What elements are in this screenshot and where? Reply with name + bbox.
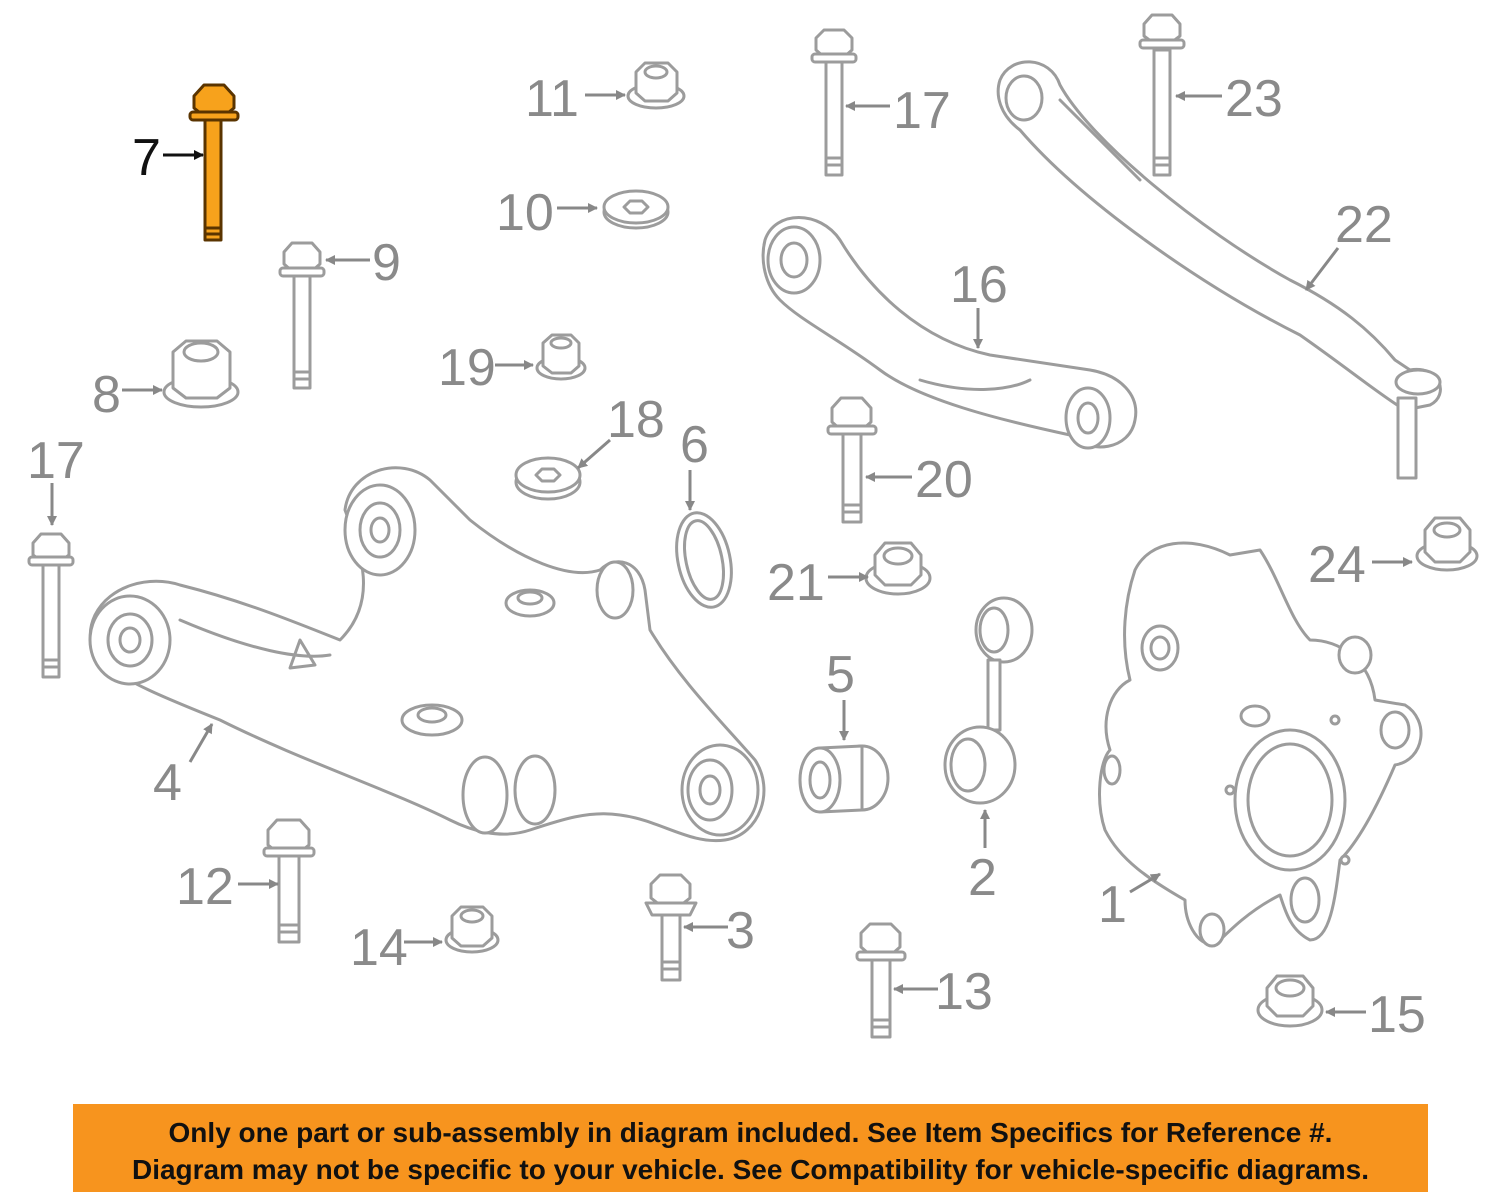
callout-14: 14 xyxy=(350,919,408,977)
callout-12: 12 xyxy=(176,858,234,916)
callout-18: 18 xyxy=(607,391,665,449)
callout-22: 22 xyxy=(1335,196,1393,254)
callout-17-top: 17 xyxy=(893,82,951,140)
part-17-bolt-top xyxy=(810,28,858,177)
part-1-knuckle xyxy=(1098,541,1423,948)
part-22-upper-arm xyxy=(996,60,1442,480)
part-23-bolt xyxy=(1138,13,1186,177)
disclaimer-line-2: Diagram may not be specific to your vehi… xyxy=(131,1154,1370,1185)
callout-3: 3 xyxy=(726,902,755,960)
part-10-washer xyxy=(602,189,670,230)
callout-19: 19 xyxy=(438,339,496,397)
part-16-control-arm xyxy=(761,216,1138,450)
callout-5: 5 xyxy=(826,646,855,704)
part-7-bolt-highlighted[interactable] xyxy=(188,83,240,242)
callout-21: 21 xyxy=(767,554,825,612)
part-12-bolt xyxy=(262,818,316,944)
part-2-stabilizer-link xyxy=(943,596,1034,805)
part-21-nut xyxy=(864,541,932,596)
part-6-seal-ring xyxy=(675,511,733,609)
part-17-bolt-left xyxy=(27,532,75,679)
part-24-nut xyxy=(1415,516,1479,572)
part-19-nut xyxy=(535,333,587,381)
callout-7: 7 xyxy=(132,129,161,187)
callout-24: 24 xyxy=(1308,536,1366,594)
part-14-nut xyxy=(444,905,500,954)
callout-2: 2 xyxy=(968,849,997,907)
callout-6: 6 xyxy=(680,416,709,474)
part-9-bolt xyxy=(278,241,326,390)
part-15-nut xyxy=(1256,974,1324,1028)
callout-17-left: 17 xyxy=(27,432,85,490)
callout-20: 20 xyxy=(915,451,973,509)
callout-10: 10 xyxy=(496,184,554,242)
part-4-lower-control-arm xyxy=(88,466,766,843)
part-11-nut xyxy=(626,61,686,110)
part-20-bolt xyxy=(826,396,878,524)
callout-4: 4 xyxy=(153,754,182,812)
disclaimer-line-1: Only one part or sub-assembly in diagram… xyxy=(168,1117,1333,1148)
part-13-bolt xyxy=(855,922,907,1039)
callout-9: 9 xyxy=(372,234,401,292)
callout-16: 16 xyxy=(950,256,1008,314)
part-18-washer xyxy=(514,456,582,501)
callout-11: 11 xyxy=(525,70,579,128)
part-5-bushing xyxy=(798,744,890,814)
callout-13: 13 xyxy=(935,963,993,1021)
part-3-bolt xyxy=(644,873,698,982)
disclaimer-banner: Only one part or sub-assembly in diagram… xyxy=(73,1104,1428,1192)
callout-8: 8 xyxy=(92,366,121,424)
part-8-nut xyxy=(162,339,240,409)
callout-23: 23 xyxy=(1225,70,1283,128)
callout-1: 1 xyxy=(1098,876,1127,934)
callout-15: 15 xyxy=(1368,986,1426,1044)
